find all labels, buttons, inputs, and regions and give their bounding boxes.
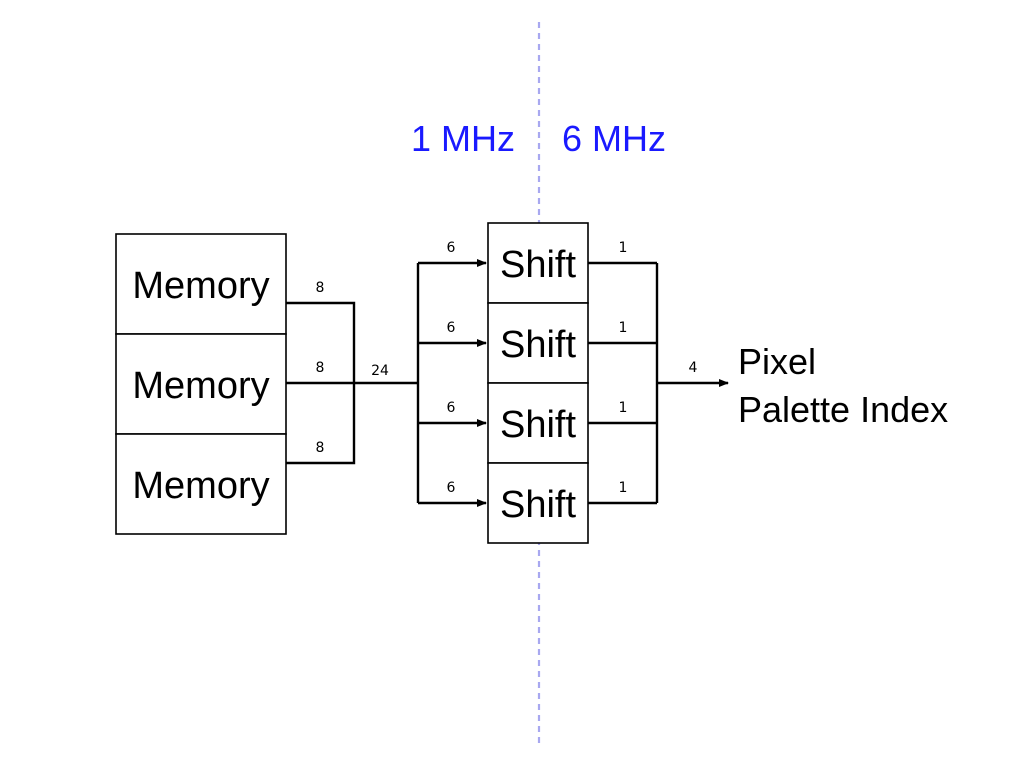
memory-bus-width-2: 8 <box>316 360 325 376</box>
combined-bus-width: 24 <box>371 363 389 379</box>
memory-bus-3 <box>286 383 356 465</box>
memory-bus-width-3: 8 <box>316 440 325 456</box>
shift-output-width-4: 1 <box>619 480 628 496</box>
shift-label-4: Shift <box>500 484 576 526</box>
shift-register-4 <box>487 462 589 544</box>
memory-label-3: Memory <box>132 465 269 507</box>
shift-input-width-1: 6 <box>447 240 456 256</box>
shift-register-3 <box>487 382 589 464</box>
clock-label-left: 1 MHz <box>411 118 515 159</box>
shift-label-3: Shift <box>500 404 576 446</box>
shift-label-2: Shift <box>500 324 576 366</box>
shift-output-width-2: 1 <box>619 320 628 336</box>
shift-register-stack: Shift Shift Shift Shift <box>487 222 589 544</box>
output-label-line2: Palette Index <box>738 389 948 430</box>
shift-output-buses: 1 1 1 1 <box>588 240 659 505</box>
shift-input-width-2: 6 <box>447 320 456 336</box>
shift-label-1: Shift <box>500 244 576 286</box>
pixel-output: 4 Pixel Palette Index <box>657 341 948 430</box>
output-bus-width: 4 <box>689 360 698 376</box>
memory-stack: Memory Memory Memory <box>115 233 287 535</box>
memory-block-3 <box>115 433 287 535</box>
output-label-line1: Pixel <box>738 341 816 382</box>
shift-output-width-1: 1 <box>619 240 628 256</box>
shift-output-width-3: 1 <box>619 400 628 416</box>
memory-block-1 <box>115 233 287 335</box>
memory-block-2 <box>115 333 287 435</box>
memory-label-2: Memory <box>132 365 269 407</box>
shift-input-buses: 6 6 6 6 <box>416 240 487 507</box>
shift-input-width-4: 6 <box>447 480 456 496</box>
memory-label-1: Memory <box>132 265 269 307</box>
memory-bus-width-1: 8 <box>316 280 325 296</box>
clock-label-right: 6 MHz <box>562 118 666 159</box>
memory-bus-1 <box>286 301 356 383</box>
shift-input-width-3: 6 <box>447 400 456 416</box>
memory-buses: 8 8 8 24 <box>286 280 418 465</box>
